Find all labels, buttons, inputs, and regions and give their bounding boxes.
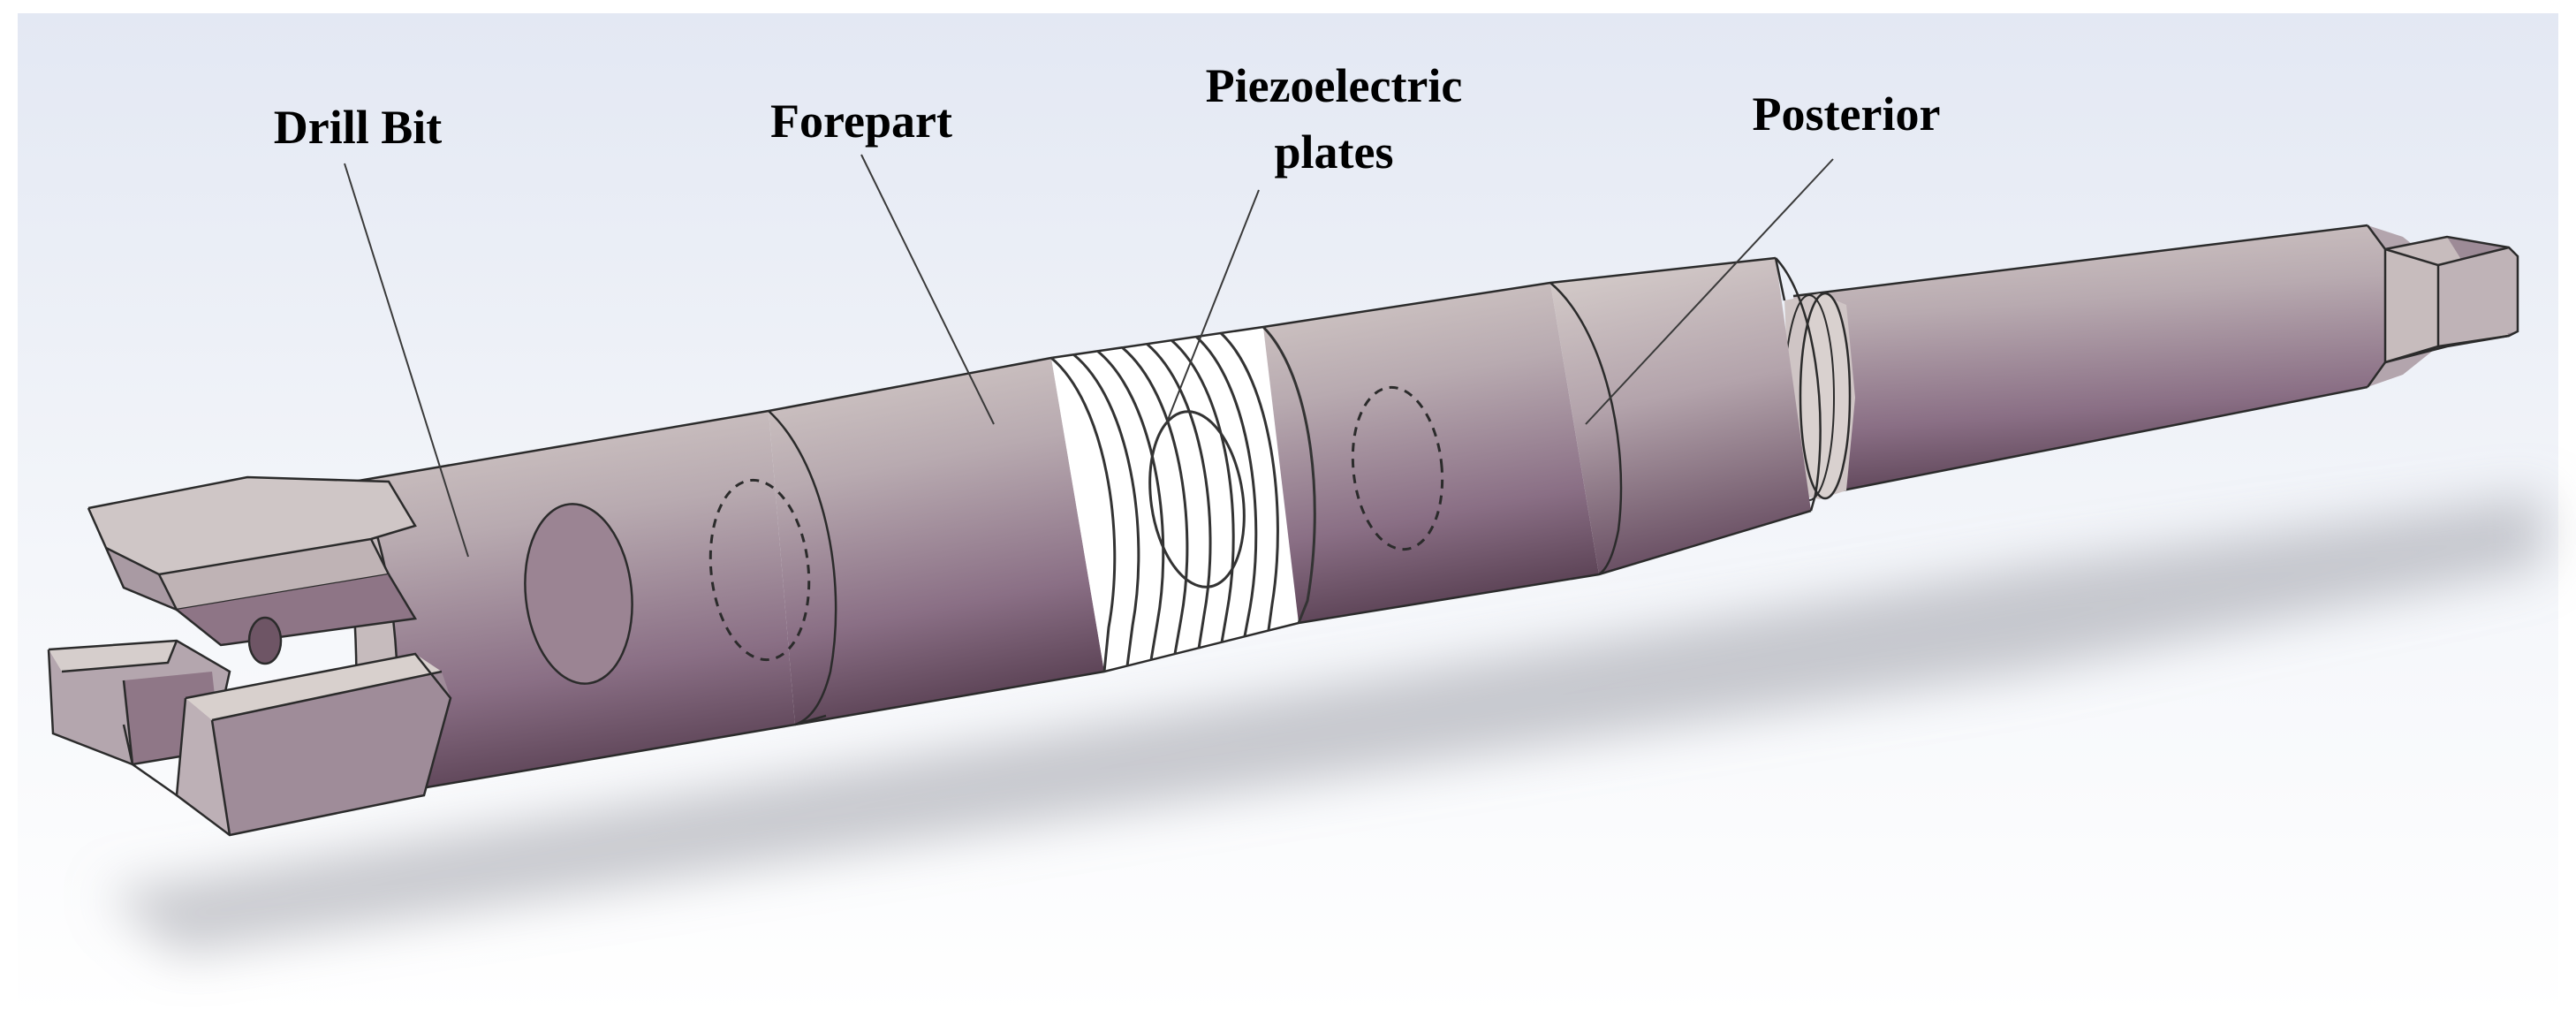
label-forepart: Forepart bbox=[770, 95, 952, 148]
posterior-shank bbox=[1792, 224, 2519, 497]
drill-bit-head bbox=[47, 475, 452, 837]
piezoelectric-plates bbox=[1050, 325, 1316, 672]
body-holes bbox=[524, 385, 1444, 685]
leader-piezoelectric-plates bbox=[1165, 189, 1260, 425]
label-drill-bit: Drill Bit bbox=[274, 101, 442, 154]
label-posterior: Posterior bbox=[1753, 87, 1941, 141]
leader-posterior bbox=[1585, 158, 1834, 425]
leader-forepart bbox=[860, 154, 995, 425]
leader-drill-bit bbox=[344, 163, 469, 558]
ground-shadow bbox=[106, 495, 2544, 954]
label-piezoelectric-line2: plates bbox=[1275, 125, 1394, 178]
leader-lines bbox=[344, 154, 1834, 558]
labels: Drill Bit Forepart Piezoelectric plates … bbox=[274, 59, 1941, 178]
label-piezoelectric-line1: Piezoelectric bbox=[1206, 59, 1463, 112]
